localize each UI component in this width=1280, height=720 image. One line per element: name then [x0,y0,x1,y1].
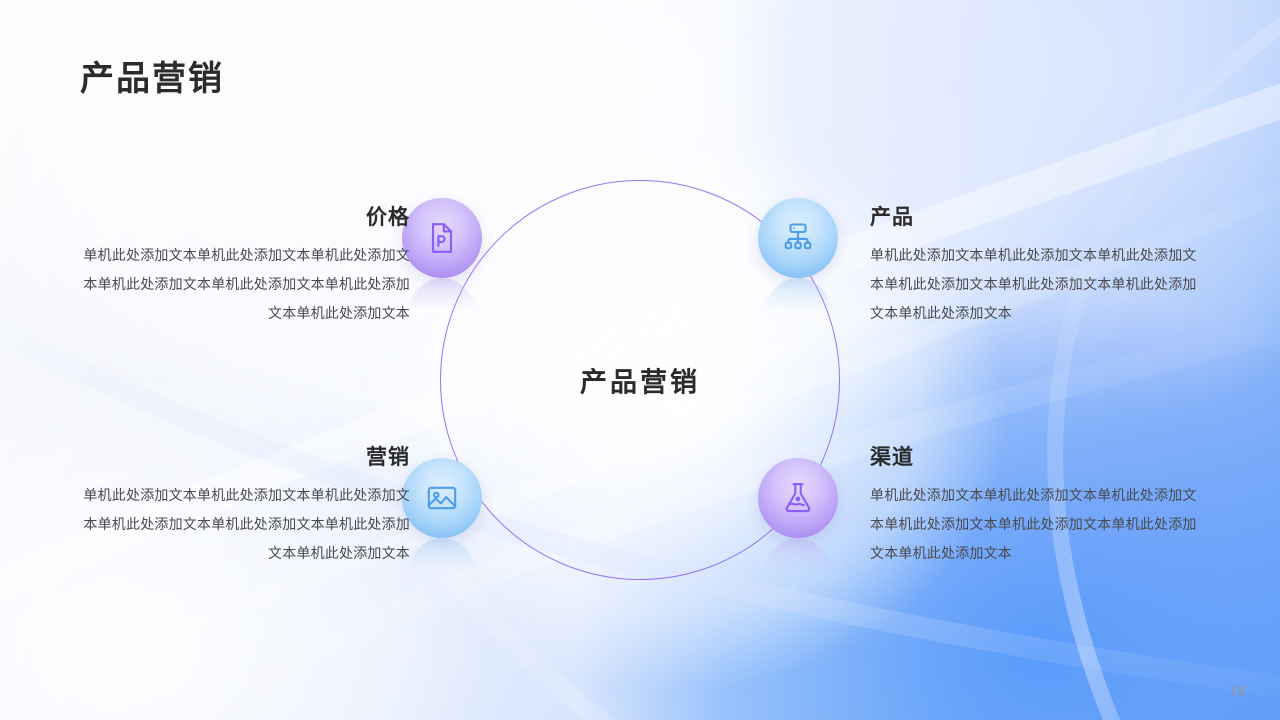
image-icon [427,486,457,510]
page-number: 18 [1229,683,1246,698]
node-price[interactable] [402,198,482,322]
text-block-marketing-heading: 营销 [366,446,410,469]
text-block-price-heading: 价格 [366,206,410,229]
text-block-product-heading: 产品 [870,206,914,229]
node-marketing[interactable] [402,458,482,582]
node-product-orb[interactable] [758,198,838,278]
node-marketing-orb[interactable] [402,458,482,538]
text-block-price: 价格 单机此处添加文本单机此处添加文本单机此处添加文本单机此处添加文本单机此处添… [80,205,410,328]
node-channel[interactable] [758,458,838,582]
page-title: 产品营销 [80,60,224,98]
sitemap-icon [784,223,812,250]
node-channel-reflection [762,538,834,582]
text-block-marketing-body: 单机此处添加文本单机此处添加文本单机此处添加文本单机此处添加文本单机此处添加文本… [83,487,410,562]
text-block-channel-heading: 渠道 [870,446,914,469]
text-block-channel-body: 单机此处添加文本单机此处添加文本单机此处添加文本单机此处添加文本单机此处添加文本… [870,487,1197,562]
flask-icon [785,483,811,513]
diagram-center-label: 产品营销 [580,367,700,398]
text-block-marketing: 营销 单机此处添加文本单机此处添加文本单机此处添加文本单机此处添加文本单机此处添… [80,445,410,568]
node-product[interactable] [758,198,838,322]
text-block-channel: 渠道 单机此处添加文本单机此处添加文本单机此处添加文本单机此处添加文本单机此处添… [870,445,1200,568]
node-price-orb[interactable] [402,198,482,278]
text-block-product: 产品 单机此处添加文本单机此处添加文本单机此处添加文本单机此处添加文本单机此处添… [870,205,1200,328]
cycle-diagram: 产品营销 [402,180,840,582]
file-p-icon [431,223,453,253]
text-block-product-body: 单机此处添加文本单机此处添加文本单机此处添加文本单机此处添加文本单机此处添加文本… [870,247,1197,322]
node-channel-orb[interactable] [758,458,838,538]
text-block-price-body: 单机此处添加文本单机此处添加文本单机此处添加文本单机此处添加文本单机此处添加文本… [83,247,410,322]
